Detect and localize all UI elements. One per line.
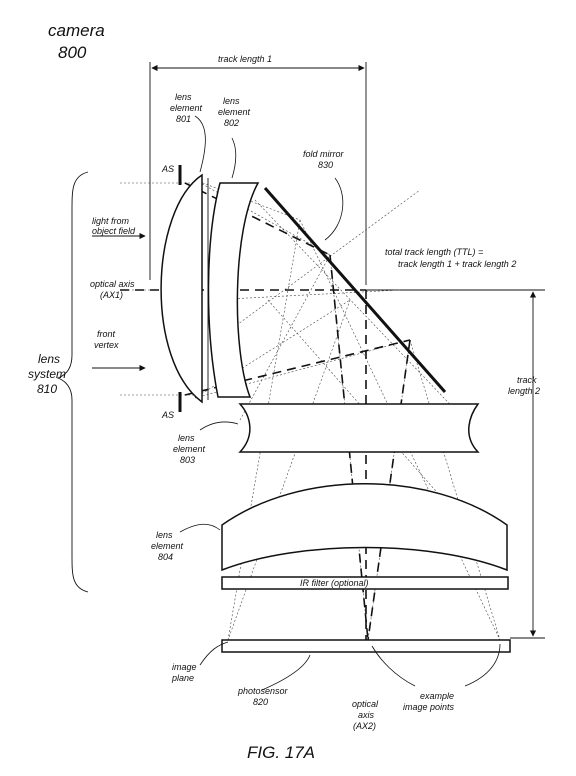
lens-element-804 [221,483,508,572]
lens-system-line2: system [28,367,66,381]
leader-803 [199,421,239,431]
camera-label: camera [48,21,105,40]
ir-filter-label: IR filter (optional) [300,578,369,588]
lens-801-line1: lens [175,92,192,102]
lens-804-line1: lens [156,530,173,540]
track-length-2-line2: length 2 [508,386,540,396]
marginal-ray-top [184,182,331,256]
lens-802-line2: element [218,107,251,117]
lens-801-line2: element [170,103,203,113]
ttl-line1: total track length (TTL) = [385,247,483,257]
front-vertex-line1: front [97,329,116,339]
ttl-line2: track length 1 + track length 2 [398,259,516,269]
leader-801 [194,115,206,173]
lens-803-line2: element [173,444,206,454]
figure-caption: FIG. 17A [247,743,315,762]
lens-804-line2: element [151,541,184,551]
lens-802-line1: lens [223,96,240,106]
lens-804-line3: 804 [158,552,173,562]
optical-axis-2-line3: (AX2) [353,721,376,731]
lens-system-line1: lens [38,352,60,366]
leader-804 [179,523,221,533]
image-plane-line2: plane [171,673,194,683]
photosensor-820 [221,639,511,653]
lens-system-line3: 810 [37,382,57,396]
optical-axis-1-line1: optical axis [90,279,135,289]
light-from-line2: object field [92,226,136,236]
optical-axis-2-line2: axis [358,710,375,720]
photosensor-line2: 820 [253,697,268,707]
track-length-2-line1: track [517,375,537,385]
aperture-stop-top-label: AS [161,164,174,174]
lens-element-803 [238,403,480,453]
leader-photosensor [261,654,311,691]
camera-number: 800 [58,43,87,62]
lens-element-801 [160,173,203,404]
example-points-line1: example [420,691,454,701]
marginal-ray-top-down [329,254,369,641]
optical-axis-2-line1: optical [352,699,379,709]
track-length-1-label: track length 1 [218,54,272,64]
lens-system-brace [56,171,89,593]
lens-element-802 [207,182,260,398]
optical-axis-1-line2: (AX1) [100,290,123,300]
example-points-line2: image points [403,702,455,712]
leader-image-point-1 [371,645,416,687]
lens-801-line3: 801 [176,114,191,124]
lens-803-line3: 803 [180,455,195,465]
lens-803-line1: lens [178,433,195,443]
front-vertex-line2: vertex [94,340,119,350]
photosensor-line1: photosensor [237,686,289,696]
fold-mirror-830 [263,187,447,393]
leader-image-point-2 [464,643,501,687]
leader-image-plane [199,641,229,666]
leader-830 [324,177,344,241]
light-from-line1: light from [92,216,130,226]
lens-802-line3: 802 [224,118,239,128]
aperture-stop-bottom-label: AS [161,410,174,420]
leader-802 [231,137,237,179]
ir-filter [221,576,509,590]
fold-mirror-line1: fold mirror [303,149,345,159]
image-plane-line1: image [172,662,197,672]
fold-mirror-line2: 830 [318,160,333,170]
